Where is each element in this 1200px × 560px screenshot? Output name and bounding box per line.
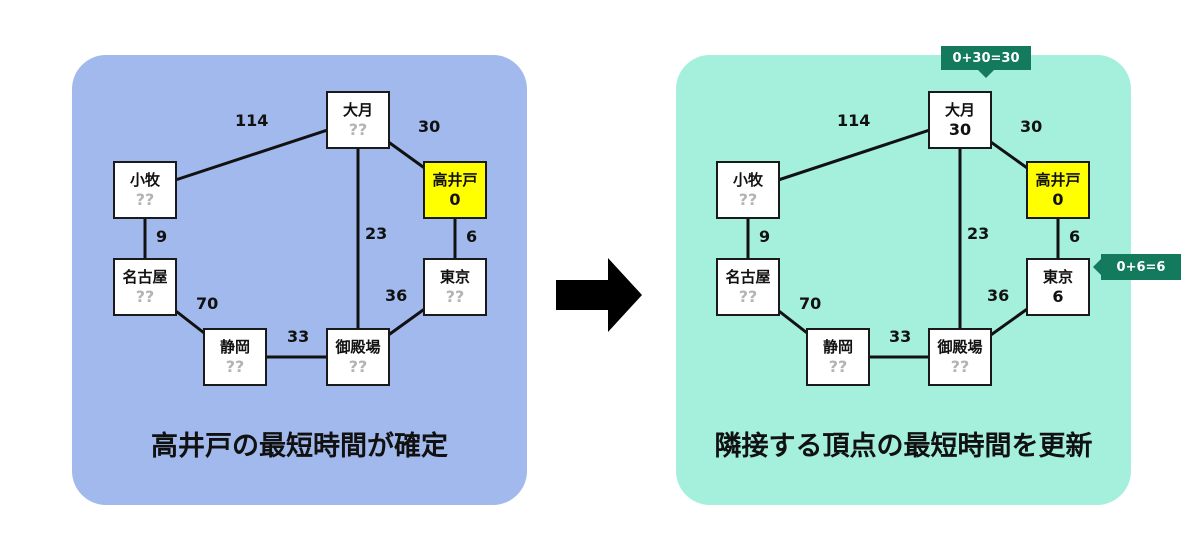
node-name: 大月	[342, 101, 373, 119]
node-value: ??	[950, 357, 970, 376]
node-name: 御殿場	[335, 338, 381, 356]
node-value: ??	[348, 120, 368, 139]
node-value: 0	[1052, 190, 1064, 209]
weight-shizuoka-gotemba: 33	[287, 327, 310, 346]
node-name: 大月	[944, 101, 975, 119]
weight-otsuki-takaido: 30	[1020, 117, 1043, 136]
node-tokyo: 東京 6	[1026, 258, 1090, 316]
weight-otsuki-gotemba: 23	[967, 224, 990, 243]
node-value: ??	[135, 287, 155, 306]
node-value: ??	[738, 190, 758, 209]
tokyo-update-tooltip: 0+6=6	[1093, 254, 1181, 280]
weight-komaki-nagoya: 9	[759, 227, 771, 246]
node-value: ??	[225, 357, 245, 376]
node-value: 6	[1052, 287, 1064, 306]
node-name: 東京	[1042, 268, 1073, 286]
node-komaki: 小牧 ??	[113, 161, 177, 219]
node-nagoya: 名古屋 ??	[113, 258, 177, 316]
weight-shizuoka-gotemba: 33	[889, 327, 912, 346]
node-name: 御殿場	[937, 338, 983, 356]
node-shizuoka: 静岡 ??	[806, 328, 870, 386]
node-name: 小牧	[732, 171, 763, 189]
right-arrow-icon	[556, 258, 642, 332]
weight-nagoya-shizuoka: 70	[799, 294, 822, 313]
node-tokyo: 東京 ??	[423, 258, 487, 316]
node-komaki: 小牧 ??	[716, 161, 780, 219]
weight-nagoya-shizuoka: 70	[196, 294, 219, 313]
node-value: ??	[135, 190, 155, 209]
weight-takaido-tokyo: 6	[1069, 227, 1081, 246]
node-gotemba: 御殿場 ??	[326, 328, 390, 386]
node-value: ??	[828, 357, 848, 376]
weight-otsuki-komaki: 114	[837, 111, 871, 130]
weight-otsuki-takaido: 30	[418, 117, 441, 136]
node-value: 30	[948, 120, 972, 139]
node-name: 静岡	[219, 338, 250, 356]
node-name: 小牧	[129, 171, 160, 189]
node-name: 東京	[439, 268, 470, 286]
node-name: 高井戸	[1035, 171, 1081, 189]
weight-otsuki-komaki: 114	[235, 111, 269, 130]
node-shizuoka: 静岡 ??	[203, 328, 267, 386]
node-value: ??	[445, 287, 465, 306]
weight-tokyo-gotemba: 36	[987, 286, 1010, 305]
node-otsuki: 大月 30	[928, 91, 992, 149]
node-takaido: 高井戸 0	[1026, 161, 1090, 219]
node-value: ??	[348, 357, 368, 376]
node-name: 高井戸	[432, 171, 478, 189]
node-value: 0	[449, 190, 461, 209]
node-name: 名古屋	[725, 268, 771, 286]
weight-takaido-tokyo: 6	[466, 227, 478, 246]
node-gotemba: 御殿場 ??	[928, 328, 992, 386]
node-name: 名古屋	[122, 268, 168, 286]
after-caption: 隣接する頂点の最短時間を更新	[714, 431, 1093, 462]
otsuki-update-tooltip: 0+30=30	[941, 46, 1031, 78]
weight-tokyo-gotemba: 36	[385, 286, 408, 305]
node-name: 静岡	[822, 338, 853, 356]
weight-otsuki-gotemba: 23	[365, 224, 388, 243]
weight-komaki-nagoya: 9	[156, 227, 168, 246]
node-value: ??	[738, 287, 758, 306]
before-caption: 高井戸の最短時間が確定	[151, 431, 448, 462]
node-nagoya: 名古屋 ??	[716, 258, 780, 316]
node-otsuki: 大月 ??	[326, 91, 390, 149]
node-takaido: 高井戸 0	[423, 161, 487, 219]
